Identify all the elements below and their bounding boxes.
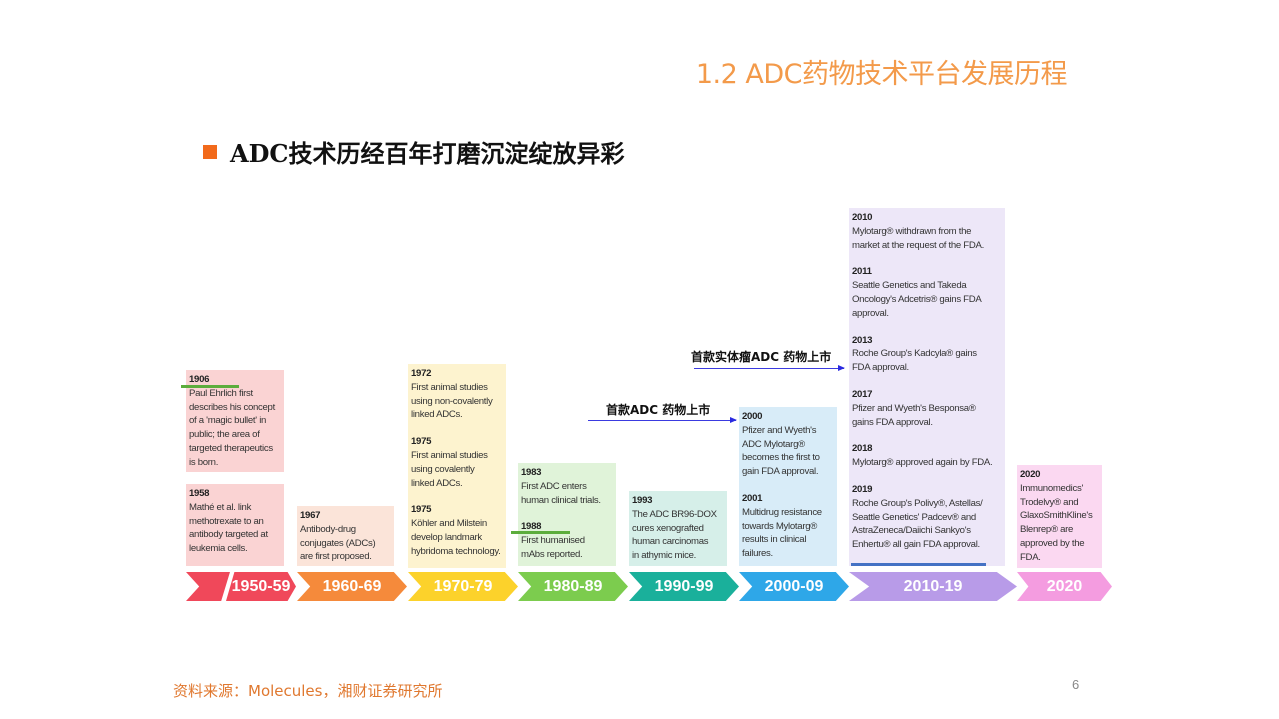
event-text: Roche Group's Kadcyla® gains FDA approva… [852, 348, 977, 374]
event-text: First humanised mAbs reported. [521, 535, 585, 560]
event-year: 2018 [852, 443, 873, 455]
highlight-underline [851, 563, 986, 566]
period-label: 2010-19 [849, 572, 1017, 601]
event-text: Seattle Genetics and Takeda Oncology's A… [852, 280, 982, 319]
event-year: 2000 [742, 411, 763, 422]
event-text: First animal studies using covalently li… [411, 449, 488, 489]
event-text: The ADC BR96-DOX cures xenografted human… [632, 508, 717, 562]
arrow-icon [694, 365, 845, 371]
event-year: 2011 [852, 266, 872, 278]
event-text: Paul Ehrlich first describes his concept… [189, 387, 275, 468]
source-note: 资料来源：Molecules，湘财证券研究所 [173, 682, 443, 700]
event-year: 1975 [411, 436, 432, 448]
page-number: 6 [1072, 677, 1080, 692]
highlight-underline [181, 385, 239, 388]
event-text: Immunomedics' Trodelvy® and GlaxoSmithKl… [1020, 482, 1093, 563]
event-year: 1972 [411, 368, 432, 379]
event-year: 1993 [632, 495, 653, 506]
period-label: 2000-09 [739, 572, 849, 601]
event-year: 1958 [189, 488, 210, 499]
event-year: 2019 [852, 483, 873, 495]
event-text: First animal studies using non-covalentl… [411, 381, 493, 421]
event-text: Antibody-drug conjugates (ADCs) are firs… [300, 523, 376, 563]
page-title: 1.2 ADC药物技术平台发展历程 [695, 59, 1068, 90]
event-text: Roche Group's Polivy®, Astellas/ Seattle… [852, 497, 983, 551]
square-bullet-icon [203, 144, 217, 159]
section-heading-text: ADC技术历经百年打磨沉淀绽放异彩 [230, 139, 625, 168]
event-year: 2001 [742, 492, 763, 504]
event-year: 1988 [521, 521, 542, 533]
event-year: 2010 [852, 212, 873, 223]
period-label: 1950-59 [226, 572, 296, 601]
event-text: Pfizer and Wyeth's Besponsa® gains FDA a… [852, 402, 976, 428]
event-text: Mathé et al. link methotrexate to an ant… [189, 501, 268, 555]
highlight-underline [511, 531, 570, 534]
event-year: 2020 [1020, 469, 1041, 480]
event-text: Mylotarg® withdrawn from the market at t… [852, 225, 984, 251]
event-year: 1967 [300, 510, 321, 521]
event-year: 1983 [521, 467, 542, 478]
event-text: Mylotarg® approved again by FDA. [852, 457, 993, 469]
period-label: 1960-69 [297, 572, 407, 601]
period-chevron-start [186, 572, 230, 601]
event-text: Multidrug resistance towards Mylotarg® r… [742, 506, 822, 560]
section-heading: ADC技术历经百年打磨沉淀绽放异彩 [203, 134, 625, 169]
period-label: 1970-79 [408, 572, 518, 601]
event-text: Pfizer and Wyeth's ADC Mylotarg® becomes… [742, 424, 820, 478]
event-year: 2013 [852, 334, 873, 346]
arrow-icon [588, 417, 737, 423]
event-year: 2017 [852, 388, 873, 400]
event-text: Köhler and Milstein develop landmark hyb… [411, 518, 501, 557]
annotation-first-adc: 首款ADC 药物上市 [606, 403, 711, 417]
event-year: 1906 [189, 374, 210, 385]
period-label: 2020 [1017, 572, 1112, 601]
divider [186, 472, 284, 484]
period-label: 1990-99 [629, 572, 739, 601]
period-label: 1980-89 [518, 572, 628, 601]
event-text: First ADC enters human clinical trials. [521, 480, 601, 506]
event-year: 1975 [411, 504, 432, 516]
annotation-first-solid-tumor-adc: 首款实体瘤ADC 药物上市 [691, 350, 832, 364]
